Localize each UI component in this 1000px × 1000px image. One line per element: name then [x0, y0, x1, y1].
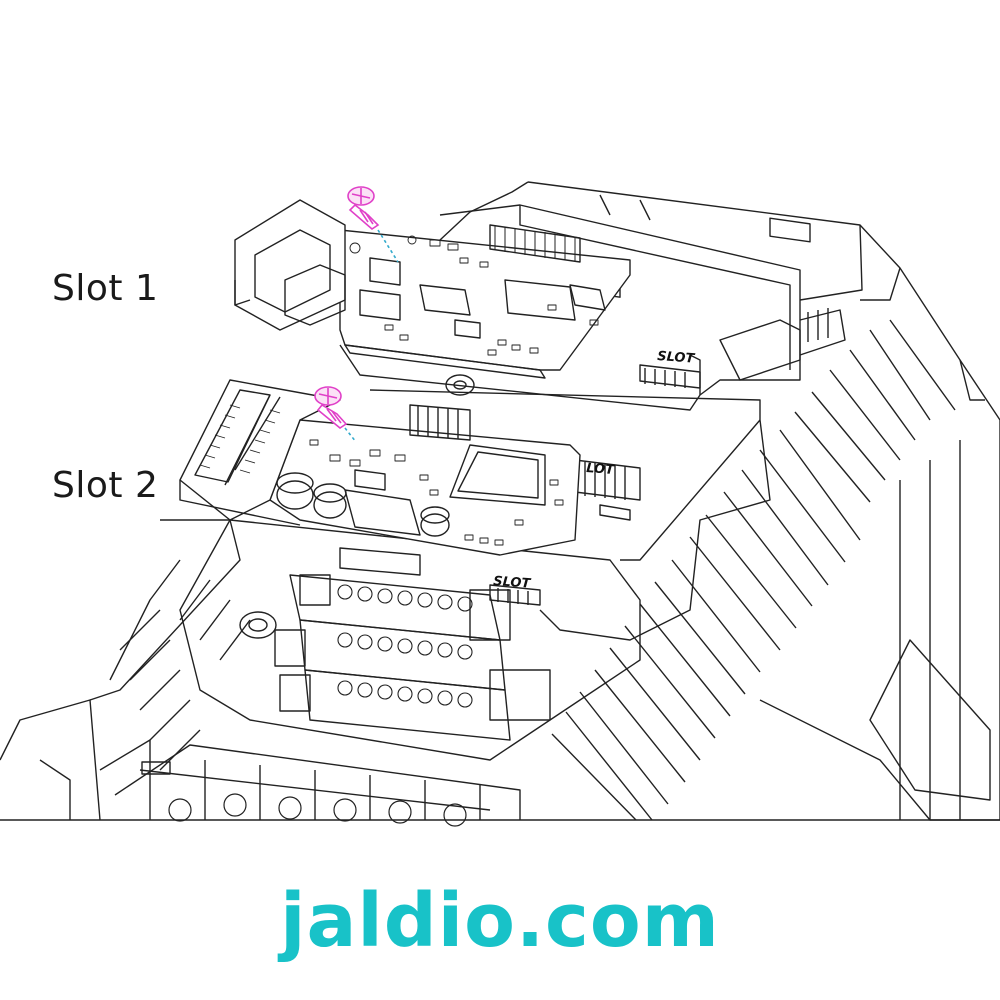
brand-watermark: jaldio.com: [280, 878, 720, 964]
slot-mark-c: SLOT: [493, 574, 532, 592]
slot-1-tray: [339, 204, 846, 411]
control-terminal-blocks: [274, 547, 551, 741]
slot-2-option-card: [179, 379, 581, 556]
control-board-cradle: [89, 519, 641, 820]
slot-1-label: Slot 1: [52, 268, 159, 309]
drive-housing: [0, 181, 1000, 821]
screw-slot-1: [347, 186, 399, 263]
screw-slot-2: [314, 386, 357, 443]
slot-2-tray: [369, 374, 771, 641]
slot-1-option-card: [234, 199, 631, 379]
slot-mark-b: LOT: [586, 461, 616, 478]
power-terminal-row: [114, 744, 521, 827]
slot-2-label: Slot 2: [52, 465, 159, 506]
slot-mark-a: SLOT: [657, 349, 696, 367]
